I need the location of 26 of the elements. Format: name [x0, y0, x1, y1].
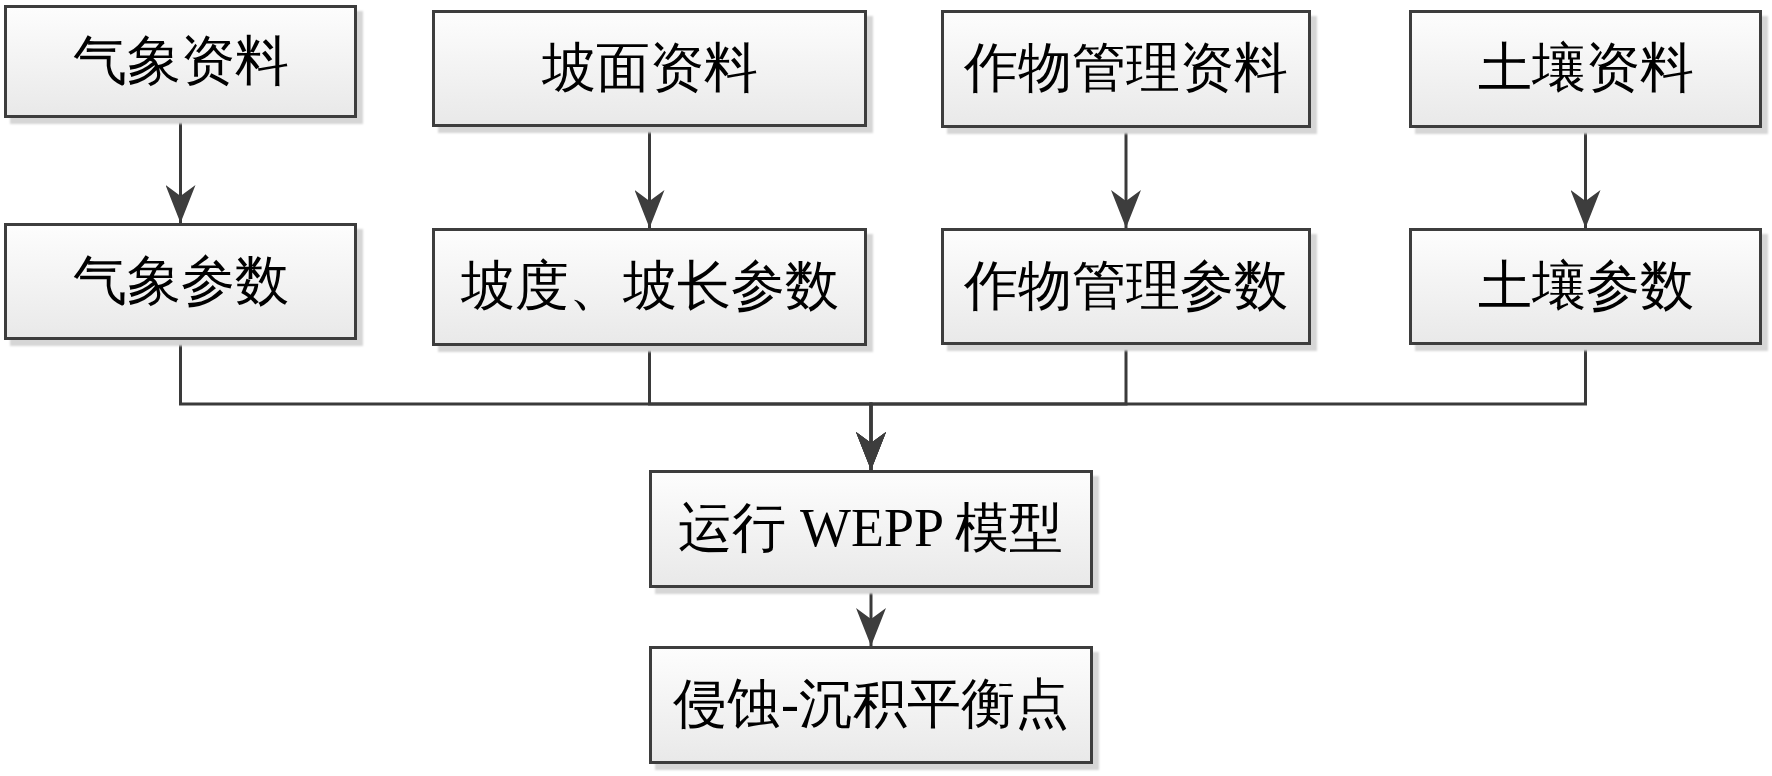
process-box — [4, 223, 357, 340]
process-box — [941, 228, 1311, 345]
box-label: 运行 WEPP 模型 — [678, 499, 1064, 559]
box-label: 作物管理资料 — [964, 39, 1288, 99]
box-label: 侵蚀-沉积平衡点 — [673, 675, 1069, 735]
process-box — [432, 228, 867, 346]
arrow — [1111, 128, 1141, 228]
process-box — [649, 646, 1093, 764]
process-box — [1409, 228, 1762, 345]
box-label: 作物管理参数 — [964, 256, 1288, 317]
process-box — [941, 10, 1311, 128]
box-label: 坡面资料 — [541, 38, 758, 99]
process-box — [1409, 10, 1762, 128]
arrow — [856, 345, 1587, 470]
process-box — [4, 5, 357, 118]
box-label: 气象资料 — [72, 31, 289, 92]
box-label: 坡度、坡长参数 — [460, 257, 839, 317]
box-label: 土壤参数 — [1477, 256, 1694, 317]
process-box — [649, 470, 1093, 588]
box-label: 气象参数 — [72, 251, 289, 312]
process-box — [432, 10, 867, 127]
arrow — [856, 588, 886, 646]
box-label: 土壤资料 — [1477, 39, 1694, 99]
arrow — [165, 118, 196, 223]
arrow — [634, 127, 665, 228]
arrow — [1570, 128, 1601, 228]
